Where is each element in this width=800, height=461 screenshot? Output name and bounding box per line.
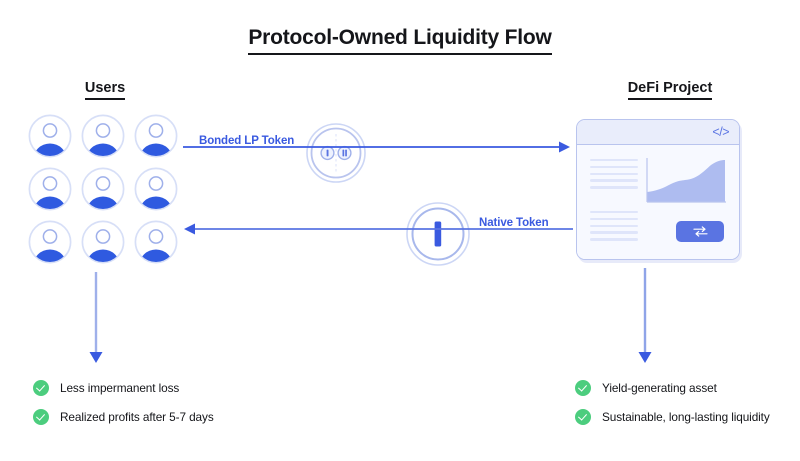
text-placeholder-line — [590, 238, 638, 241]
swap-arrows-icon — [692, 226, 708, 237]
arrow-bonded-lp-token — [183, 141, 570, 153]
arrow-label-bonded-lp-token: Bonded LP Token — [199, 135, 295, 147]
swap-button[interactable] — [676, 221, 724, 242]
user-avatar-icon — [133, 113, 179, 159]
text-placeholder-line — [590, 211, 638, 214]
benefit-text: Less impermanent loss — [60, 381, 180, 395]
defi-project-window: </> — [576, 119, 740, 260]
text-placeholder-line — [590, 186, 638, 189]
benefit-item: Realized profits after 5-7 days — [33, 409, 214, 425]
text-placeholder-line — [590, 165, 638, 169]
lp-token-pair-icon — [305, 122, 367, 189]
window-body — [577, 145, 739, 259]
check-circle-icon — [575, 409, 591, 425]
text-placeholder-line — [590, 217, 638, 221]
arrow-users-benefits — [89, 272, 103, 363]
users-heading-text: Users — [84, 80, 126, 100]
user-avatar-icon — [80, 219, 126, 265]
check-circle-icon — [575, 380, 591, 396]
user-avatar-icon — [80, 166, 126, 212]
check-circle-icon — [33, 409, 49, 425]
users-column-heading: Users — [30, 80, 180, 100]
user-avatar-icon — [133, 166, 179, 212]
text-placeholder-line — [590, 231, 638, 234]
check-circle-icon — [33, 380, 49, 396]
page-title: Protocol-Owned Liquidity Flow — [0, 26, 800, 55]
arrow-defi-benefits — [638, 268, 652, 363]
benefit-item: Yield-generating asset — [575, 380, 770, 396]
user-avatar-icon — [133, 219, 179, 265]
benefit-text: Yield-generating asset — [602, 381, 717, 395]
arrow-label-native-token: Native Token — [479, 217, 549, 229]
user-avatar-icon — [27, 113, 73, 159]
benefit-item: Less impermanent loss — [33, 380, 214, 396]
defi-heading-text: DeFi Project — [627, 80, 713, 100]
users-avatar-grid — [27, 113, 186, 272]
page-title-text: Protocol-Owned Liquidity Flow — [248, 26, 552, 55]
user-avatar-icon — [27, 166, 73, 212]
window-titlebar: </> — [577, 120, 739, 145]
text-placeholder-line — [590, 179, 638, 182]
text-placeholder-line — [590, 172, 638, 175]
text-placeholder-lines-bottom — [590, 211, 638, 245]
native-token-icon — [405, 201, 471, 272]
benefit-text: Sustainable, long-lasting liquidity — [602, 410, 770, 424]
code-icon: </> — [712, 125, 729, 139]
text-placeholder-line — [590, 224, 638, 227]
text-placeholder-line — [590, 159, 638, 162]
text-placeholder-lines-top — [590, 159, 638, 193]
defi-column-heading: DeFi Project — [580, 80, 760, 100]
growth-area-chart — [646, 158, 726, 203]
arrow-native-token — [184, 223, 573, 235]
benefit-item: Sustainable, long-lasting liquidity — [575, 409, 770, 425]
benefit-text: Realized profits after 5-7 days — [60, 410, 214, 424]
user-avatar-icon — [27, 219, 73, 265]
user-avatar-icon — [80, 113, 126, 159]
